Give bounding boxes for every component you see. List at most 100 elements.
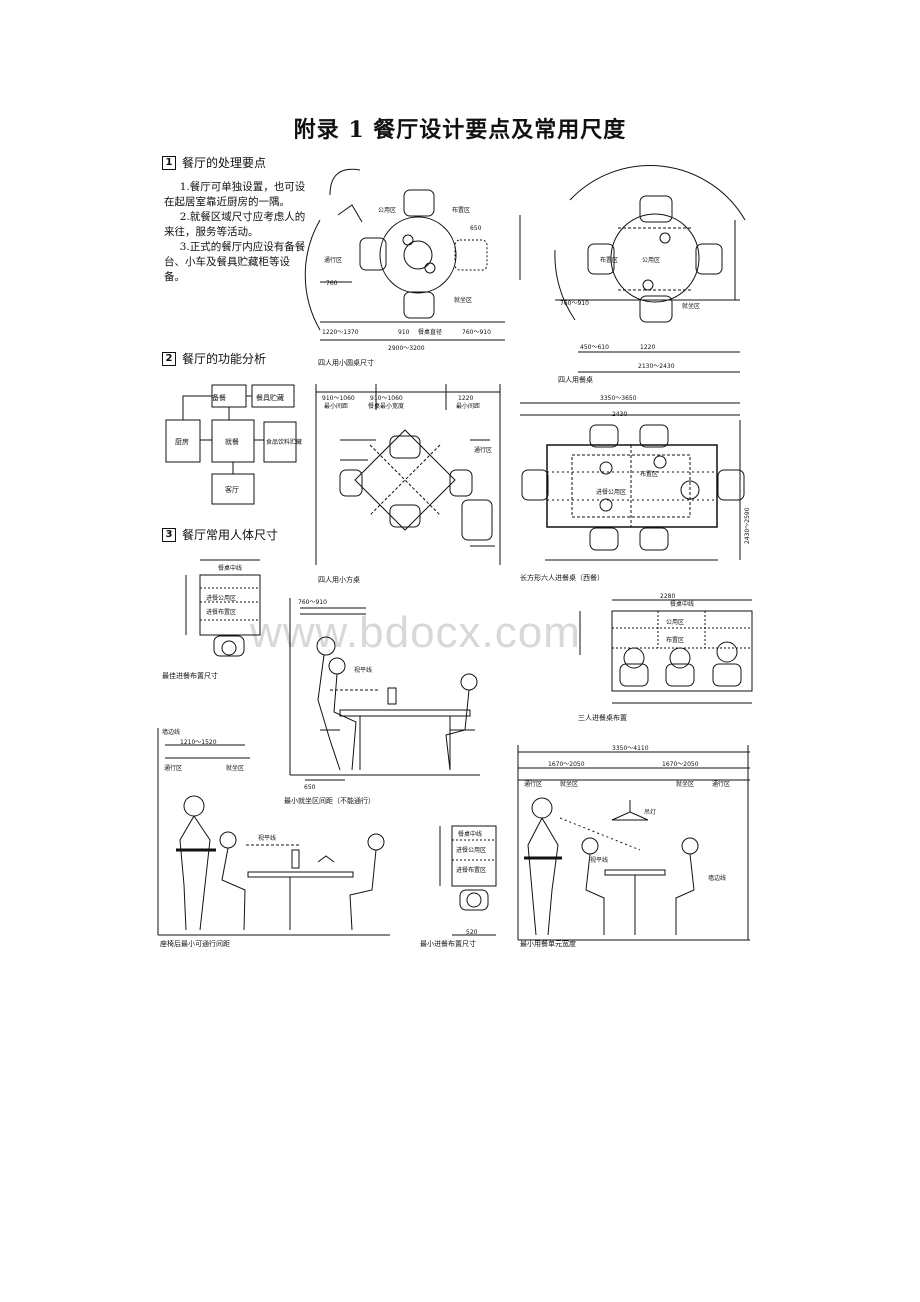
caption-best-layout: 最佳进餐布置尺寸 — [162, 671, 218, 680]
section-heading-1: 1 餐厅的处理要点 — [162, 154, 266, 171]
dim-910-1060: 910～1060 — [322, 395, 355, 402]
diagram-round-table — [304, 168, 521, 341]
label-eat-public-2: 进餐公用区 — [206, 594, 236, 602]
caption-passage: 座椅后最小可通行间距 — [160, 939, 230, 948]
label-lamp: 吊灯 — [644, 808, 656, 816]
label-layout: 布置区 — [452, 206, 470, 214]
label-layout-4: 布置区 — [640, 470, 658, 478]
label-center: 餐桌中线 — [218, 564, 242, 572]
caption-four-person: 四人用餐桌 — [558, 375, 593, 384]
dim-3350-3650: 3350～3650 — [600, 395, 637, 402]
label-eye: 视平线 — [354, 666, 372, 674]
dim-2280: 2280 — [660, 593, 675, 600]
flow-label-prep: 备餐 — [212, 393, 226, 402]
caption-three-person: 三人进餐桌布置 — [578, 713, 627, 722]
note-item: 1.餐厅可单独设置，也可设在起居室靠近厨房的一隅。 — [164, 181, 306, 208]
label-seat-2: 就坐区 — [682, 302, 700, 310]
dim-1670-2050: 1670～2050 — [548, 761, 585, 768]
flow-label-dining: 就餐 — [225, 437, 239, 446]
label-wall: 墙边线 — [162, 728, 180, 736]
dim-1220-b: 1220 — [458, 395, 473, 402]
label-aisle-8: 通行区 — [164, 764, 182, 772]
dim-1220-1370: 1220～1370 — [322, 329, 359, 336]
dim-760-910-c: 760～910 — [298, 599, 327, 606]
label-wall-10: 墙边线 — [708, 874, 726, 882]
label-eat-layout: 进餐布置区 — [206, 608, 236, 616]
section-number: 3 — [162, 527, 176, 542]
function-flow-diagram — [165, 384, 297, 505]
dim-450-610: 450～610 — [580, 344, 609, 351]
dim-1210-1520: 1210～1520 — [180, 739, 217, 746]
flow-label-storage: 餐具贮藏 — [256, 393, 284, 402]
label-eye-8: 视平线 — [258, 834, 276, 842]
section-number: 1 — [162, 155, 176, 170]
caption-square-table: 四人用小方桌 — [318, 575, 360, 584]
flow-box-drinks — [263, 421, 297, 463]
dim-2430: 2430 — [612, 411, 627, 418]
dim-650: 650 — [470, 225, 482, 232]
diagram-min-layout — [439, 825, 497, 936]
design-notes: 1.餐厅可单独设置，也可设在起居室靠近厨房的一隅。 2.就餐区域尺寸应考虑人的来… — [164, 180, 306, 285]
dim-910: 910 — [398, 329, 410, 336]
note-item: 2.就餐区域尺寸应考虑人的来往，服务等活动。 — [164, 211, 306, 238]
label-diam: 餐桌直径 — [418, 328, 442, 336]
flow-label-drinks: 食品饮料贮藏 — [266, 438, 302, 446]
label-layout-2: 布置区 — [600, 256, 618, 264]
diagram-square-table — [315, 384, 501, 565]
note-item: 3.正式的餐厅内应设有备餐台、小车及餐具贮藏柜等设备。 — [164, 241, 306, 283]
section-heading-3: 3 餐厅常用人体尺寸 — [162, 526, 278, 543]
label-center-2: 餐桌中线 — [670, 600, 694, 608]
section-title: 餐厅的处理要点 — [182, 156, 267, 170]
label-min-gap-b: 最小间距 — [456, 402, 480, 410]
label-aisle-3: 通行区 — [474, 446, 492, 454]
label-aisle-10: 通行区 — [524, 780, 542, 788]
dim-3350-4110: 3350～4110 — [612, 745, 649, 752]
dim-2900-3200: 2900～3200 — [388, 345, 425, 352]
section-number: 2 — [162, 351, 176, 366]
label-aisle-10b: 通行区 — [712, 780, 730, 788]
caption-round-table: 四人用小圆桌尺寸 — [318, 358, 374, 367]
label-min-gap: 最小间距 — [324, 402, 348, 410]
label-center-9: 餐桌中线 — [458, 830, 482, 838]
label-seat-10: 就坐区 — [560, 780, 578, 788]
label-eat-public: 进餐公用区 — [596, 488, 626, 496]
caption-min-seating: 最小就坐区间距（不能通行） — [284, 796, 375, 805]
dim-1220: 1220 — [640, 344, 655, 351]
dim-2130-2430: 2130～2430 — [638, 363, 675, 370]
flow-label-guest: 客厅 — [225, 485, 239, 494]
dim-650-b: 650 — [304, 784, 316, 791]
page-title: 附录 1 餐厅设计要点及常用尺度 — [293, 117, 627, 143]
diagram-three-person — [579, 599, 753, 704]
watermark: www.bdocx.com — [250, 608, 581, 657]
label-public: 公用区 — [378, 207, 396, 214]
section-title: 餐厅常用人体尺寸 — [182, 528, 279, 542]
dim-760: 760 — [326, 280, 338, 287]
diagram-four-person-table — [554, 165, 746, 373]
dim-520: 520 — [466, 929, 478, 936]
diagram-passage-behind — [157, 728, 390, 936]
label-eat-layout-9: 进餐布置区 — [456, 866, 486, 874]
caption-min-layout: 最小进餐布置尺寸 — [420, 939, 476, 948]
label-seat-10b: 就坐区 — [676, 780, 694, 788]
caption-min-unit: 最小用餐单元宽度 — [520, 939, 576, 948]
dim-760-910: 760～910 — [462, 329, 491, 336]
diagram-min-unit — [517, 745, 750, 941]
caption-six-table: 长方形六人进餐桌（西餐） — [520, 573, 604, 582]
label-eye-10: 视平线 — [590, 856, 608, 864]
label-layout-7: 布置区 — [666, 636, 684, 644]
label-public-7: 公用区 — [666, 619, 684, 626]
dim-1670-2050-b: 1670～2050 — [662, 761, 699, 768]
dim-2430-2590: 2430～2590 — [744, 507, 751, 544]
label-aisle: 通行区 — [324, 256, 342, 264]
dim-910-1060-b: 910～1060 — [370, 395, 403, 402]
label-seat-8: 就坐区 — [226, 764, 244, 772]
diagram-best-layout — [185, 559, 261, 657]
section-title: 餐厅的功能分析 — [182, 352, 267, 366]
flow-label-kitchen: 厨房 — [175, 437, 189, 446]
label-public-2: 公用区 — [642, 257, 660, 264]
diagram-min-seating — [289, 598, 480, 781]
label-eat-public-9: 进餐公用区 — [456, 846, 486, 854]
label-side-min: 餐桌最小宽度 — [368, 402, 404, 410]
section-heading-2: 2 餐厅的功能分析 — [162, 350, 266, 367]
